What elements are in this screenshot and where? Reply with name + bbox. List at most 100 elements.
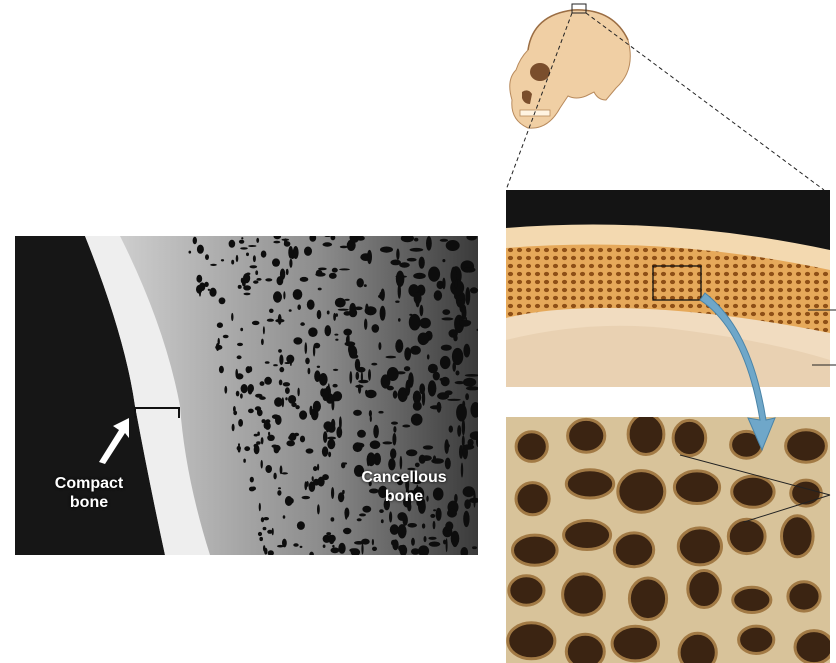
pore — [297, 388, 299, 397]
pore — [429, 542, 441, 547]
skull-section-photo — [506, 190, 830, 387]
pore — [300, 436, 305, 443]
pore — [241, 237, 243, 239]
pore — [418, 333, 429, 346]
pore — [391, 422, 398, 425]
pore — [262, 419, 266, 423]
pore — [381, 374, 391, 388]
pore — [415, 463, 420, 468]
pore — [248, 245, 256, 247]
pore — [246, 253, 249, 257]
pore — [231, 260, 234, 265]
pore — [261, 460, 263, 469]
pore — [273, 364, 278, 366]
pore — [199, 290, 201, 297]
pore — [398, 545, 404, 552]
pore — [338, 543, 345, 554]
pore — [421, 455, 432, 461]
pore — [361, 539, 370, 545]
pore — [331, 399, 338, 401]
pore — [423, 445, 433, 449]
cavity — [786, 430, 827, 462]
pore — [275, 319, 284, 323]
cavity — [568, 419, 605, 452]
pore — [261, 339, 264, 345]
pore — [273, 241, 280, 244]
pore — [323, 545, 326, 548]
pore — [332, 545, 334, 548]
pore — [449, 426, 453, 433]
pore — [452, 362, 456, 372]
pore — [313, 345, 315, 357]
cavity — [516, 483, 549, 515]
pore — [253, 280, 258, 283]
pore — [367, 250, 372, 264]
pore — [316, 270, 323, 276]
pore — [433, 521, 436, 529]
pore — [265, 278, 272, 281]
skull-illustration — [498, 0, 638, 140]
pore — [241, 278, 244, 284]
pore — [299, 410, 307, 419]
pore — [267, 319, 274, 322]
pore — [373, 425, 379, 438]
pore — [456, 371, 460, 376]
pore — [305, 342, 308, 354]
pore — [322, 388, 328, 401]
pore — [240, 393, 243, 398]
pore — [426, 236, 432, 251]
cavity — [612, 626, 658, 661]
pore — [349, 346, 358, 359]
pore — [281, 472, 288, 474]
pore — [382, 441, 392, 444]
trabeculae-closeup — [506, 417, 830, 663]
cavity — [618, 471, 665, 513]
cavity — [509, 576, 544, 605]
pore — [345, 510, 348, 520]
pore — [308, 368, 311, 375]
pore — [257, 432, 260, 436]
pore — [240, 247, 248, 249]
pore — [397, 512, 406, 521]
pore — [379, 292, 384, 300]
pore — [235, 369, 238, 378]
pore — [288, 395, 296, 404]
pore — [197, 245, 204, 254]
cancellous-bone-label: Cancellous bone — [349, 468, 459, 506]
pore — [267, 435, 275, 441]
pore — [259, 503, 261, 512]
pore — [275, 415, 282, 425]
pore — [446, 240, 460, 251]
pore — [451, 531, 460, 546]
pore — [278, 349, 282, 353]
pore — [259, 537, 263, 541]
pore — [319, 373, 328, 386]
pore — [349, 371, 352, 384]
pore — [318, 477, 325, 487]
pore — [372, 539, 374, 545]
pore — [396, 249, 399, 261]
pore — [286, 269, 289, 275]
pore — [451, 267, 457, 284]
cavity — [678, 528, 721, 565]
pore — [273, 473, 276, 480]
pore — [327, 437, 336, 440]
pore — [210, 264, 217, 266]
cavity — [673, 420, 706, 455]
pore — [265, 465, 272, 473]
pore — [335, 298, 346, 308]
pore — [263, 527, 267, 530]
pore — [313, 466, 317, 471]
pore — [370, 440, 381, 449]
pore — [193, 237, 197, 245]
pore — [409, 314, 412, 316]
pore — [285, 397, 287, 400]
pore — [414, 292, 422, 304]
pore — [440, 239, 448, 242]
cavity — [733, 587, 771, 612]
pore — [407, 523, 417, 528]
pore — [237, 343, 243, 346]
pore — [355, 445, 362, 450]
pore — [293, 289, 303, 300]
cavity — [566, 634, 604, 663]
